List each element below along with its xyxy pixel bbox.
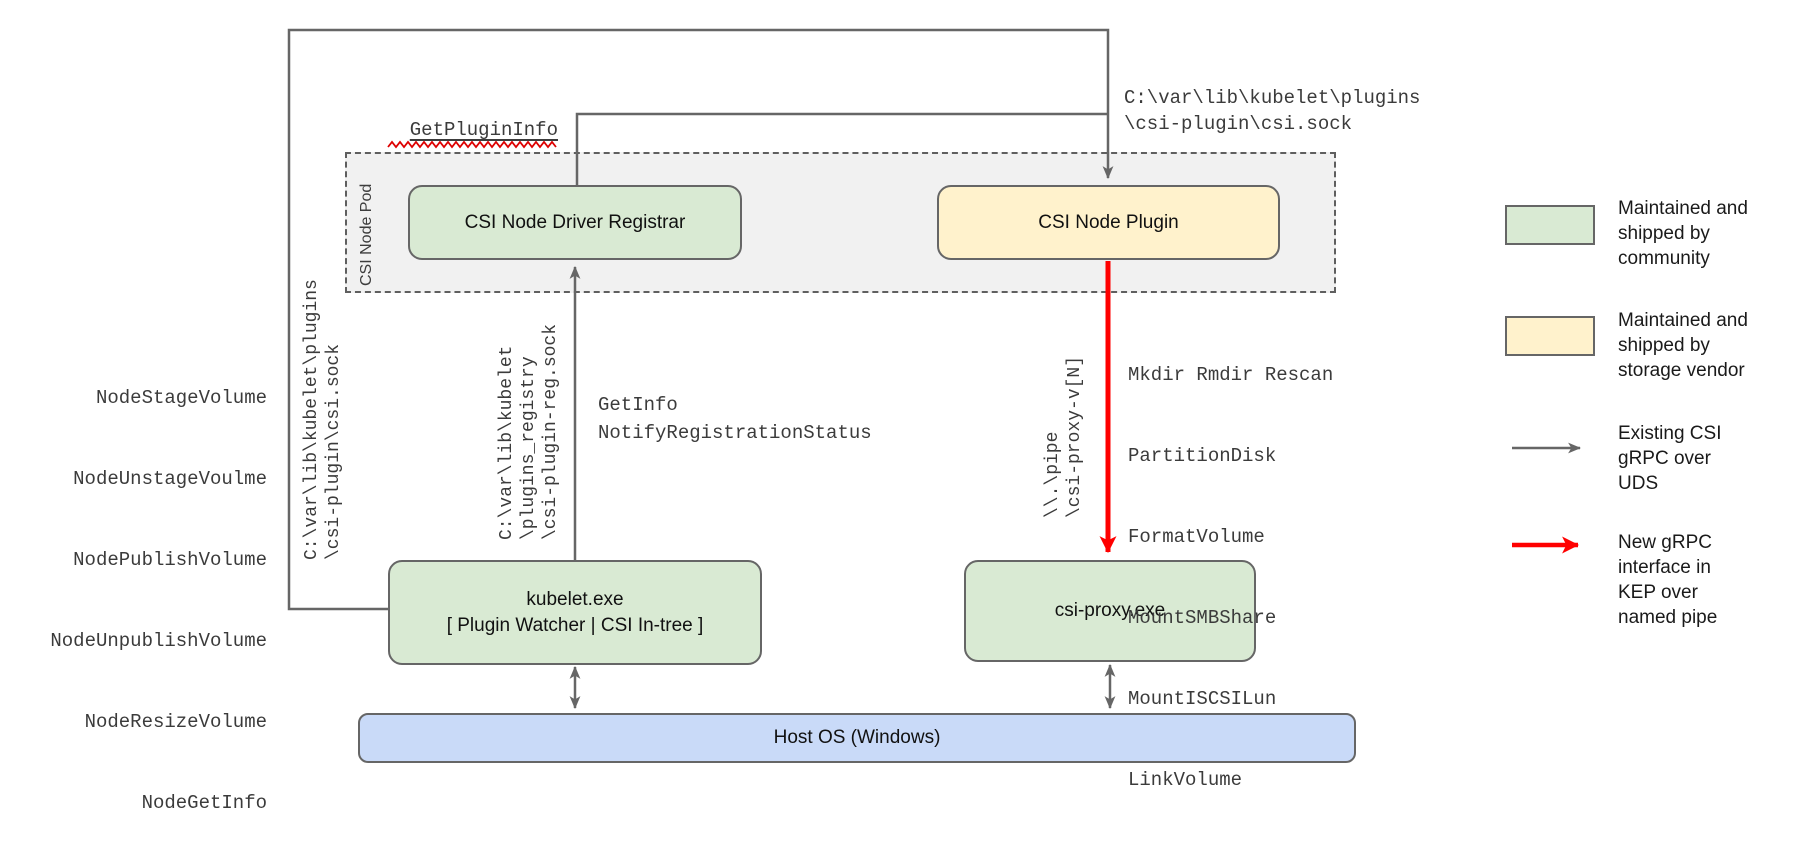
csi-node-driver-registrar-box: CSI Node Driver Registrar (408, 185, 742, 260)
registration-sock-path-label: C:\var\lib\kubelet \plugins_registry \cs… (497, 323, 561, 540)
list-item: NodeUnstageVoulme (73, 468, 267, 490)
csi-sock-path-vertical-label: C:\var\lib\kubelet\plugins \csi-plugin\c… (302, 279, 344, 560)
list-item: NodePublishVolume (73, 549, 267, 571)
list-item: FormatVolume (1128, 526, 1265, 548)
list-item: MountISCSILun (1128, 688, 1277, 710)
csi-sock-path-label: C:\var\lib\kubelet\plugins \csi-plugin\c… (1124, 87, 1421, 135)
csi-node-pod-label: CSI Node Pod (358, 183, 375, 286)
legend-vendor-text: Maintained and shipped by storage vendor (1618, 310, 1748, 381)
list-item: NodeUnpublishVolume (50, 630, 267, 652)
legend-uds-text: Existing CSI gRPC over UDS (1618, 423, 1722, 494)
get-plugin-info-label: GetPluginInfo (409, 119, 558, 141)
csi-node-driver-registrar-label: CSI Node Driver Registrar (464, 211, 686, 233)
named-pipe-path-label: \\.\pipe \csi-proxy-v[N] (1043, 355, 1085, 518)
kubelet-box: kubelet.exe [ Plugin Watcher | CSI In-tr… (388, 560, 762, 665)
list-item: MountSMBShare (1128, 607, 1277, 629)
kubelet-label-line1: kubelet.exe (526, 588, 624, 610)
legend-community-text: Maintained and shipped by community (1618, 198, 1748, 269)
legend-pipe-text: New gRPC interface in KEP over named pip… (1618, 532, 1718, 628)
csi-node-plugin-box: CSI Node Plugin (937, 185, 1280, 260)
csi-proxy-rpc-list: Mkdir Rmdir Rescan PartitionDisk FormatV… (1128, 308, 1333, 842)
host-os-label: Host OS (Windows) (773, 727, 941, 748)
legend-vendor-swatch (1505, 316, 1595, 356)
list-item: Mkdir Rmdir Rescan (1128, 364, 1334, 386)
kubelet-label-line2: [ Plugin Watcher | CSI In-tree ] (446, 614, 704, 636)
registration-calls-label: GetInfo NotifyRegistrationStatus (598, 394, 872, 444)
list-item: NodeGetInfo (141, 792, 267, 814)
legend-community-swatch (1505, 205, 1595, 245)
csi-node-rpc-list: NodeStageVolume NodeUnstageVoulme NodePu… (20, 331, 267, 842)
list-item: NodeStageVolume (95, 387, 267, 409)
host-os-box: Host OS (Windows) (358, 713, 1356, 763)
list-item: NodeResizeVolume (84, 711, 267, 733)
list-item: PartitionDisk (1128, 445, 1277, 467)
list-item: LinkVolume (1128, 769, 1243, 791)
csi-node-plugin-label: CSI Node Plugin (1038, 211, 1179, 233)
